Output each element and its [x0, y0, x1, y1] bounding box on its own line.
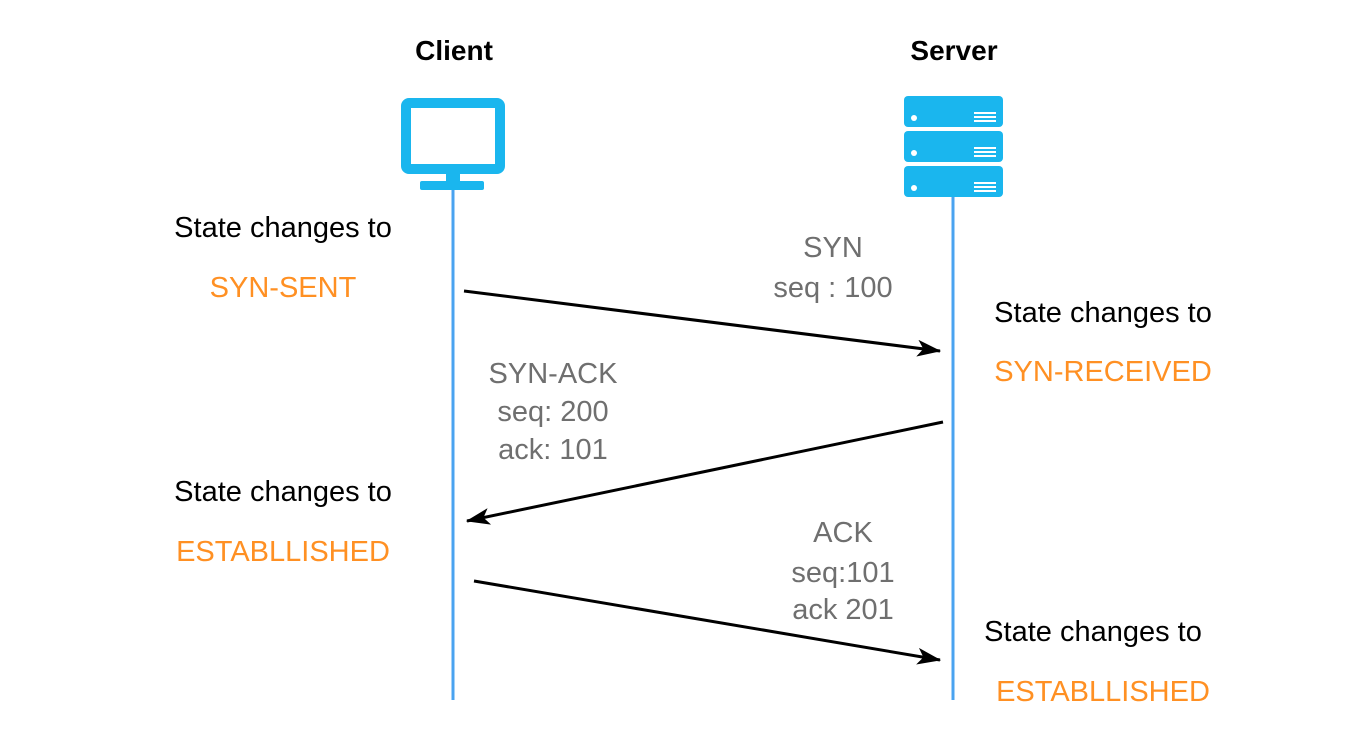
message-seq: seq : 100	[773, 272, 892, 304]
ack-arrow	[473, 579, 942, 665]
ack-message-label: ACK seq:101 ack 201	[791, 517, 894, 626]
message-name: ACK	[813, 517, 873, 549]
server-state-syn-received: State changes to SYN-RECEIVED	[994, 297, 1212, 388]
state-label: State changes to	[994, 297, 1212, 329]
state-value: SYN-SENT	[210, 272, 357, 304]
message-name: SYN	[803, 232, 863, 264]
server-state-established: State changes to ESTABLLISHED	[984, 616, 1210, 708]
state-value: ESTABLLISHED	[996, 676, 1210, 708]
message-seq: seq:101	[791, 557, 894, 589]
state-label: State changes to	[984, 616, 1202, 648]
state-value: SYN-RECEIVED	[994, 356, 1212, 388]
syn-ack-message-label: SYN-ACK seq: 200 ack: 101	[489, 358, 619, 466]
server-title: Server	[910, 35, 997, 66]
client-title: Client	[415, 35, 493, 66]
monitor-icon	[401, 98, 505, 190]
syn-message-label: SYN seq : 100	[773, 232, 892, 304]
syn-arrow	[463, 289, 942, 357]
server-rack-icon	[904, 96, 1003, 197]
message-ack: ack: 101	[498, 434, 608, 466]
state-label: State changes to	[174, 212, 392, 244]
message-name: SYN-ACK	[489, 358, 619, 390]
message-ack: ack 201	[792, 594, 894, 626]
state-label: State changes to	[174, 476, 392, 508]
message-seq: seq: 200	[497, 396, 608, 428]
syn-ack-arrow	[465, 420, 944, 525]
client-state-established: State changes to ESTABLLISHED	[174, 476, 392, 568]
client-state-syn-sent: State changes to SYN-SENT	[174, 212, 392, 304]
state-value: ESTABLLISHED	[176, 536, 390, 568]
